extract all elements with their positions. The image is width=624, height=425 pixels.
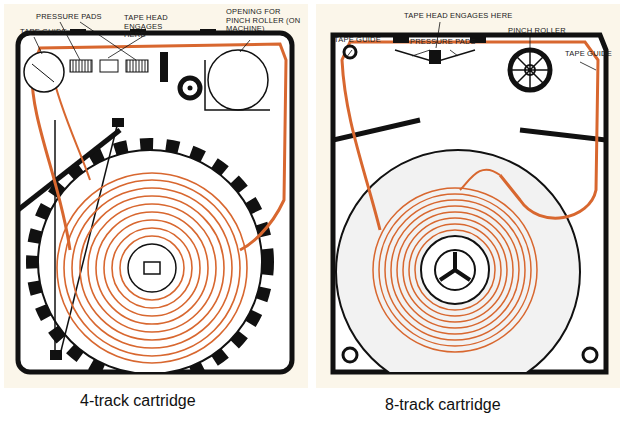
- part-label: TAPE GUIDE: [20, 28, 67, 37]
- eight-track-cartridge: [333, 22, 606, 394]
- caption: 8-track cartridge: [385, 396, 501, 414]
- caption: 4-track cartridge: [80, 392, 196, 410]
- part-label: PRESSURE PADS: [36, 13, 102, 22]
- part-label: TAPE HEAD ENGAGES HERE: [404, 12, 512, 21]
- panel-bg: [4, 4, 308, 388]
- part-label: TAPE GUIDE: [565, 50, 612, 59]
- part-label: TAPE HEAD ENGAGES HERE: [124, 14, 182, 40]
- part-label: PRESSURE PADS: [410, 38, 476, 47]
- part-label: PINCH ROLLER: [508, 27, 566, 36]
- part-label: OPENING FOR PINCH ROLLER (ON MACHINE): [226, 8, 304, 34]
- four-track-cartridge: [18, 22, 292, 380]
- part-label: TAPE GUIDE: [334, 36, 381, 45]
